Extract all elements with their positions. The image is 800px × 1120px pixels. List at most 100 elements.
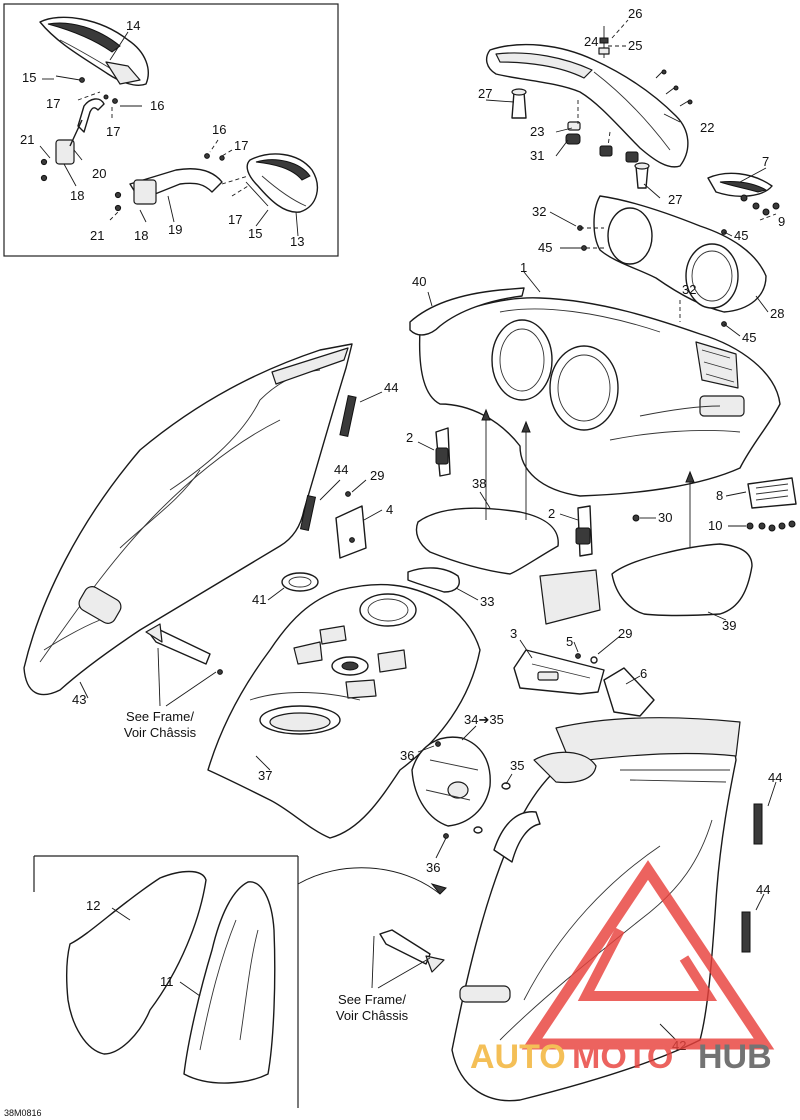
label-36: 36 (426, 860, 440, 875)
part-19-bracket-arm (129, 168, 223, 205)
label-16: 16 (150, 98, 164, 113)
label-17: 17 (228, 212, 242, 227)
inset-fasteners (40, 75, 269, 212)
label-31: 31 (530, 148, 544, 163)
label-6: 6 (640, 666, 647, 681)
part-7-visor-trim (707, 172, 780, 216)
diagram-code: 38M0816 (4, 1108, 42, 1118)
part-40-trim (409, 287, 525, 336)
frame-pin-right (379, 929, 445, 973)
label-18: 18 (134, 228, 148, 243)
label-15: 15 (22, 70, 36, 85)
part-2-latch-left (435, 427, 451, 477)
label-17: 17 (46, 96, 60, 111)
part-8-grille (746, 477, 797, 532)
part-13-mirror (246, 153, 319, 213)
label-45: 45 (742, 330, 756, 345)
label-18: 18 (70, 188, 84, 203)
watermark-text-auto: AUTO (470, 1038, 566, 1076)
part-22-upper-cowl (485, 43, 689, 168)
watermark-logo: AUTO MOTO HUB (470, 860, 775, 1076)
label-17: 17 (106, 124, 120, 139)
label-19: 19 (168, 222, 182, 237)
label-3: 3 (510, 626, 517, 641)
part-42-right-side-panel (451, 717, 741, 1102)
part-39-cover (611, 543, 753, 617)
label-26: 26 (628, 6, 642, 21)
watermark-text-moto: MOTO (572, 1038, 673, 1076)
label-2: 2 (406, 430, 413, 445)
label-38: 38 (472, 476, 486, 491)
label-23: 23 (530, 124, 544, 139)
label-45: 45 (538, 240, 552, 255)
frame-pin-left (145, 623, 223, 675)
watermark-triangle-icon (521, 860, 775, 1050)
label-8: 8 (716, 488, 723, 503)
label-44: 44 (334, 462, 348, 477)
label-24: 24 (584, 34, 598, 49)
part-43-left-side-panel (23, 343, 353, 696)
label-29: 29 (618, 626, 632, 641)
see-frame-note-left: See Frame/ Voir Châssis (124, 709, 197, 740)
label-44: 44 (768, 770, 782, 785)
watermark-text-hub: HUB (698, 1038, 772, 1076)
label-36: 36 (400, 748, 414, 763)
label-37: 37 (258, 768, 272, 783)
label-32: 32 (532, 204, 546, 219)
label-27: 27 (478, 86, 492, 101)
label-22: 22 (700, 120, 714, 135)
see-frame-line2: Voir Châssis (336, 1008, 409, 1023)
part-20-small-arm (55, 98, 105, 165)
part-14-mirror-upper (39, 16, 149, 86)
label-28: 28 (770, 306, 784, 321)
part-4-bracket (335, 491, 367, 559)
label-10: 10 (708, 518, 722, 533)
see-frame-line1: See Frame/ (338, 992, 406, 1007)
part-44-strips-left (299, 395, 357, 532)
part-41-ring (281, 572, 319, 592)
label-45: 45 (734, 228, 748, 243)
see-frame-line1: See Frame/ (126, 709, 194, 724)
label-5: 5 (566, 634, 573, 649)
label-14: 14 (126, 18, 140, 33)
watermark-inner-mark-icon (577, 927, 718, 1001)
label-30: 30 (658, 510, 672, 525)
part-11-side-cover (183, 881, 276, 1084)
label-16: 16 (212, 122, 226, 137)
label-7: 7 (762, 154, 769, 169)
part-3-bracket (513, 649, 605, 695)
part-1-dashboard-console (418, 297, 781, 497)
part-6-bracket (575, 653, 655, 717)
label-17: 17 (234, 138, 248, 153)
label-13: 13 (290, 234, 304, 249)
label-9: 9 (778, 214, 785, 229)
label-43: 43 (72, 692, 86, 707)
label-32: 32 (682, 282, 696, 297)
label-35: 35 (510, 758, 524, 773)
label-33: 33 (480, 594, 494, 609)
part-37-center-console (207, 583, 481, 839)
main-leaders (79, 99, 777, 1041)
label-27: 27 (668, 192, 682, 207)
label-20: 20 (92, 166, 106, 181)
part-44-strips-right (741, 803, 763, 953)
see-frame-line2: Voir Châssis (124, 725, 197, 740)
part-labels: 14 15 17 16 17 21 20 18 16 17 21 18 19 1… (20, 6, 785, 1053)
see-frame-note-right: See Frame/ Voir Châssis (336, 992, 409, 1023)
label-40: 40 (412, 274, 426, 289)
part-12-side-cover (65, 870, 207, 1055)
label-21: 21 (20, 132, 34, 147)
label-21: 21 (90, 228, 104, 243)
label-29: 29 (370, 468, 384, 483)
inset-leaders (39, 31, 299, 237)
part-28-instrument-bezel (577, 195, 767, 327)
top-fasteners (511, 19, 693, 189)
part-33-cover-plate (407, 567, 460, 593)
part-2-latch-right (575, 505, 593, 557)
part-38-glovebox-tray (415, 507, 601, 625)
label-15: 15 (248, 226, 262, 241)
label-4: 4 (386, 502, 393, 517)
label-41: 41 (252, 592, 266, 607)
inset-frame (3, 3, 339, 257)
